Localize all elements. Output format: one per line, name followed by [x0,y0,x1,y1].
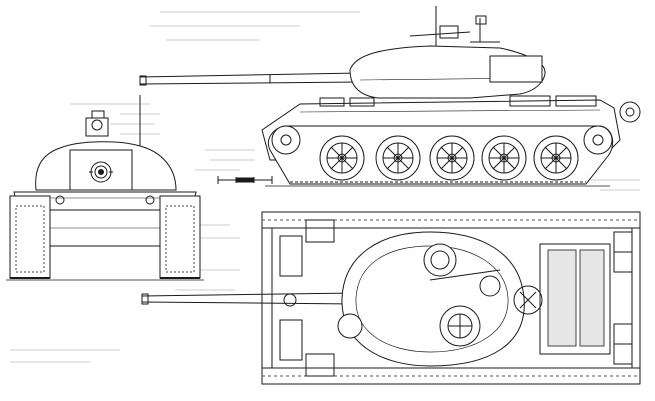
side-main-gun [139,72,361,86]
top-hull-deck [271,227,633,369]
top-driver-hatch [337,313,363,339]
front-gun-muzzle [89,161,113,183]
front-track-right [159,195,201,279]
side-drive-sprocket [583,125,613,155]
front-headlight-left [55,195,65,205]
top-rear-fuel-drums [613,231,633,365]
top-main-gun [141,292,357,305]
faint-text-block-right [590,179,640,191]
faint-text-block-top [150,11,360,41]
faint-text-block-mid [195,149,255,171]
top-view [141,211,641,385]
side-idler-wheel [271,125,301,155]
faint-text-block-bottom-left [10,349,120,363]
side-turret-storage [489,55,543,83]
front-track-left [9,195,51,279]
side-view [139,6,641,187]
side-road-wheels [319,135,579,181]
top-aa-gun [429,269,501,297]
top-commander-cupola [423,243,457,277]
road-wheel-4 [481,135,527,181]
side-fender-boxes [319,95,597,107]
faint-text-block-left [70,103,160,135]
front-cupola [85,110,109,137]
top-engine-deck [513,243,611,355]
top-front-details [279,219,335,377]
front-headlight-right [145,195,155,205]
road-wheel-1 [319,135,365,181]
front-view [6,95,204,281]
road-wheel-2 [375,135,421,181]
road-wheel-3 [429,135,475,181]
road-wheel-5 [533,135,579,181]
top-loader-hatch [439,305,481,347]
side-aa-machine-gun [409,15,500,43]
side-rear-fuel-drums [619,101,641,123]
scale-bar [217,176,273,184]
